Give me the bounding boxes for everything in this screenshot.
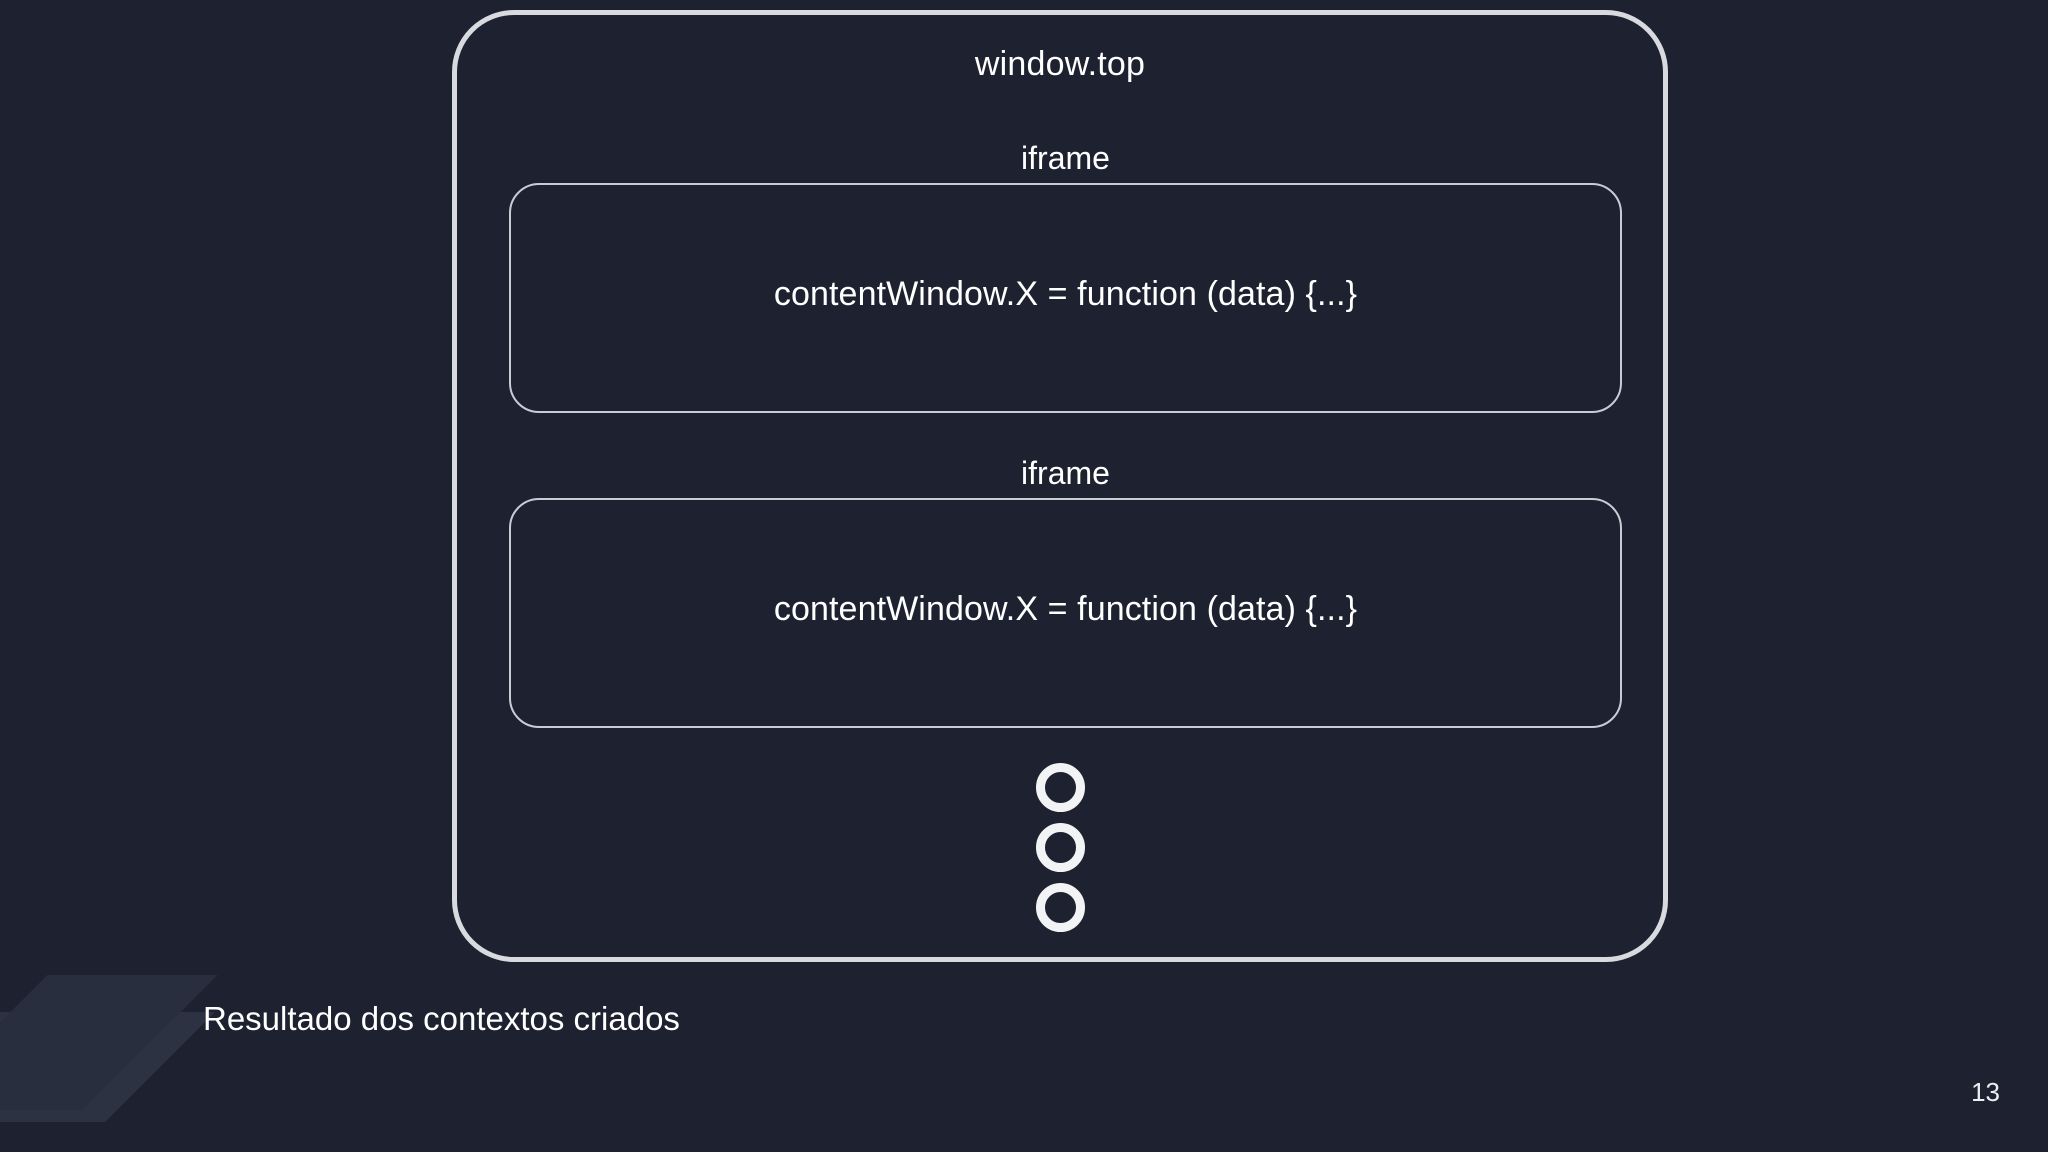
iframe-label-2: iframe — [1021, 455, 1110, 491]
window-top-frame: window.top iframe contentWindow.X = func… — [452, 10, 1668, 962]
page-number: 13 — [1971, 1077, 2000, 1107]
more-frames-indicator — [457, 763, 1663, 932]
iframe-code-1: contentWindow.X = function (data) {...} — [773, 274, 1358, 313]
slide-caption: Resultado dos contextos criados — [203, 1000, 680, 1037]
window-top-label: window.top — [974, 45, 1146, 83]
iframe-code-2: contentWindow.X = function (data) {...} — [773, 589, 1358, 628]
iframe-box-1: contentWindow.X = function (data) {...} — [509, 183, 1622, 413]
iframe-box-2: contentWindow.X = function (data) {...} — [509, 498, 1622, 728]
decorative-parallelogram-front — [0, 975, 218, 1110]
decorative-parallelogram-back — [0, 1012, 215, 1122]
ring-icon — [1035, 823, 1085, 872]
iframe-label-1: iframe — [1021, 140, 1110, 176]
ring-icon — [1035, 763, 1085, 812]
ring-icon — [1035, 883, 1085, 932]
